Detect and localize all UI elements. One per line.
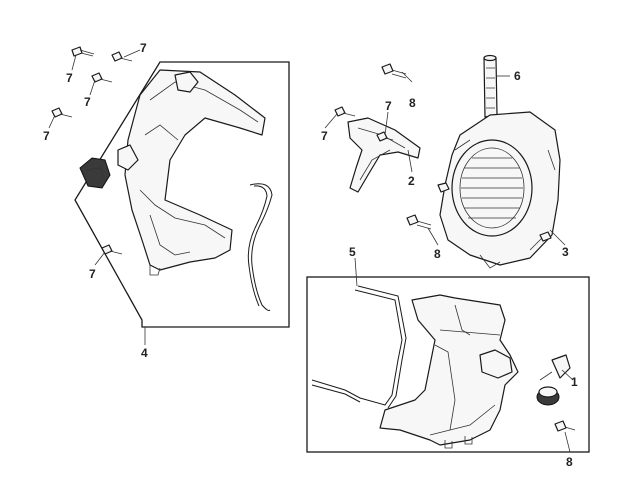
callout-3: 3: [562, 245, 569, 259]
group-box-part-4: [74, 61, 290, 328]
bolt-8-middle: [406, 214, 432, 230]
screw-7-mid: [91, 72, 113, 83]
callout-8-middle: 8: [434, 247, 441, 261]
fan-cover-part-3: [437, 111, 561, 269]
callout-5: 5: [349, 245, 356, 259]
callout-7-bracket-right: 7: [385, 99, 392, 113]
lower-shroud: [379, 294, 519, 449]
callout-6: 6: [514, 69, 521, 83]
grommet-part-1: [536, 354, 571, 406]
screw-7-top-left: [71, 46, 95, 57]
screw-7-lower-left: [51, 107, 73, 118]
shroud-clip: [79, 157, 111, 189]
callout-2: 2: [408, 174, 415, 188]
left-seal-strip: [247, 183, 273, 311]
callout-7-bracket: 7: [321, 129, 328, 143]
pin-part-6: [483, 54, 498, 118]
leader-lines: [48, 49, 574, 453]
left-cooling-shroud: [117, 69, 266, 276]
callout-7-lower-left: 7: [43, 129, 50, 143]
wire-part-5: [311, 285, 407, 409]
bolt-8-top: [381, 63, 407, 79]
callout-1: 1: [571, 375, 578, 389]
screw-7-bracket: [334, 106, 356, 117]
callout-8-bottom: 8: [566, 455, 573, 469]
group-box-part-5: [306, 276, 590, 453]
screw-7-bracket-right: [376, 131, 394, 142]
screw-7-top-right: [111, 51, 133, 62]
screw-7-bottom-left: [101, 244, 123, 255]
bolt-8-bottom: [554, 420, 576, 432]
callout-8-top: 8: [409, 96, 416, 110]
callout-4: 4: [141, 346, 148, 360]
callout-7-top-left: 7: [66, 71, 73, 85]
callout-7-bottom-left: 7: [89, 267, 96, 281]
callout-7-mid: 7: [84, 95, 91, 109]
callout-7-top-right: 7: [140, 41, 147, 55]
